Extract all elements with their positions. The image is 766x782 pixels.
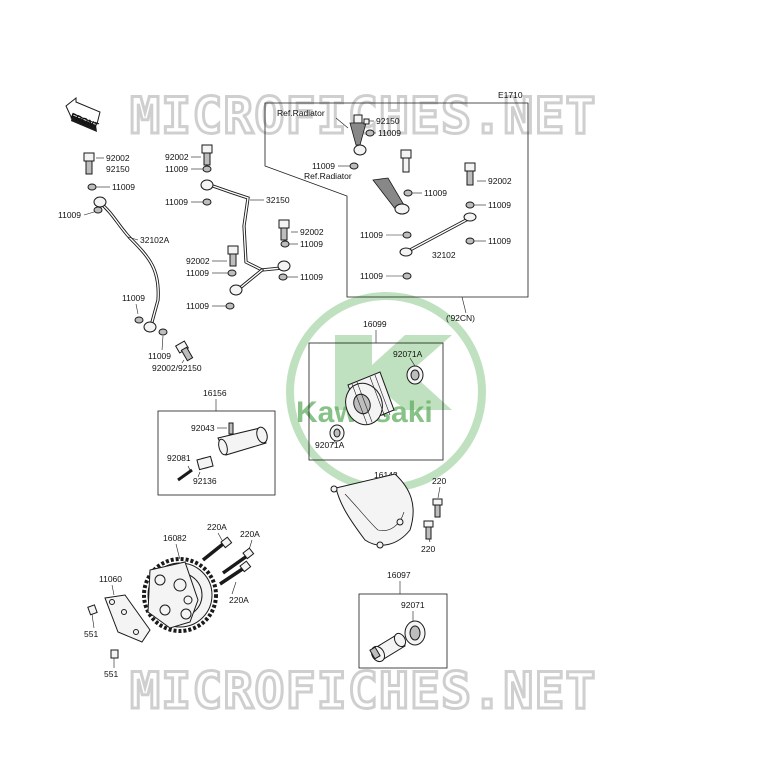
label-11009-b: 11009 [312, 161, 335, 171]
label-11009-p: 11009 [300, 272, 323, 282]
oil-pipe-32102 [399, 212, 477, 257]
label-92071a-a: 92071A [393, 349, 423, 359]
oil-filter-box [308, 342, 444, 461]
label-220-a: 220 [432, 476, 446, 486]
label-11009-e: 11009 [360, 230, 383, 240]
label-92071a-b: 92071A [315, 440, 345, 450]
label-16099: 16099 [363, 319, 387, 329]
label-11009-k: 11009 [148, 351, 171, 361]
oil-pipe-box [264, 102, 529, 298]
label-16156: 16156 [203, 388, 227, 398]
label-11009-m: 11009 [165, 197, 188, 207]
label-16082: 16082 [163, 533, 187, 543]
oil-pump-guide [330, 473, 414, 549]
watermark-top: MICROFICHES.NET [130, 87, 597, 145]
label-92002-a: 92002 [488, 176, 512, 186]
oil-pipe-32102a [93, 196, 160, 333]
label-11009-o: 11009 [186, 268, 209, 278]
oil-cooler-part [369, 632, 407, 663]
label-220a-a: 220A [207, 522, 227, 532]
label-92002-d: 92002 [300, 227, 324, 237]
watermark-bottom: MICROFICHES.NET [130, 662, 597, 720]
ref-radiator-1: Ref.Radiator [277, 108, 325, 118]
oil-filter-element [345, 371, 395, 426]
relief-valve [217, 426, 268, 456]
label-92081: 92081 [167, 453, 191, 463]
label-92043: 92043 [191, 423, 215, 433]
label-16142: 16142 [374, 470, 398, 480]
label-92150-a: 92150 [376, 116, 400, 126]
label-551-b: 551 [104, 669, 118, 679]
label-16097: 16097 [387, 570, 411, 580]
oil-pump-body [147, 561, 199, 629]
variant-92cn-label: ('92CN) [446, 313, 475, 323]
label-32102a: 32102A [140, 235, 170, 245]
front-arrow-icon: FRONT [65, 96, 101, 132]
label-11009-l: 11009 [165, 164, 188, 174]
label-92071: 92071 [401, 600, 425, 610]
label-11060: 11060 [99, 574, 122, 584]
label-220a-c: 220A [229, 595, 249, 605]
oil-cooler-box [358, 593, 448, 669]
label-11009-g: 11009 [360, 271, 383, 281]
ref-radiator-2: Ref.Radiator [304, 171, 352, 181]
label-11009-a: 11009 [378, 128, 401, 138]
label-551-a: 551 [84, 629, 98, 639]
label-11009-d: 11009 [488, 200, 511, 210]
label-92002-92150: 92002/92150 [152, 363, 202, 373]
label-11009-f: 11009 [488, 236, 511, 246]
diagram-code: E1710 [498, 90, 523, 100]
label-11009-n: 11009 [300, 239, 323, 249]
label-220-b: 220 [421, 544, 435, 554]
label-11009-q: 11009 [186, 301, 209, 311]
stay-bracket [104, 594, 151, 643]
label-32102: 32102 [432, 250, 456, 260]
label-32150: 32150 [266, 195, 290, 205]
label-220a-b: 220A [240, 529, 260, 539]
label-92002-b: 92002 [106, 153, 130, 163]
oil-pipe-32150 [200, 179, 291, 296]
label-11009-c: 11009 [424, 188, 447, 198]
banjo-fitting-2 [372, 149, 412, 215]
label-11009-j: 11009 [122, 293, 145, 303]
relief-valve-box [157, 410, 276, 496]
label-92150-b: 92150 [106, 164, 130, 174]
label-92002-c: 92002 [165, 152, 189, 162]
label-11009-h: 11009 [112, 182, 135, 192]
banjo-fitting-1 [335, 114, 367, 156]
label-92136: 92136 [193, 476, 217, 486]
label-92002-e: 92002 [186, 256, 210, 266]
label-11009-i: 11009 [58, 210, 81, 220]
